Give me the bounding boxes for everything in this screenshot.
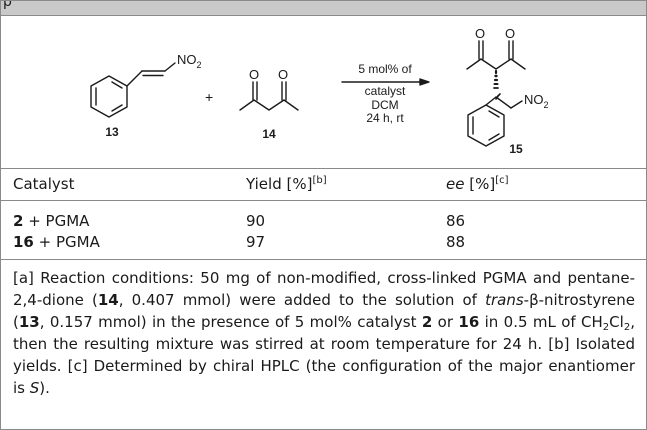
conditions-line-4: 24 h, rt: [366, 111, 404, 125]
row-1-yield: 90: [246, 212, 266, 230]
diketone-14: [239, 81, 299, 111]
table-footnote: [a] Reaction conditions: 50 mg of non-mo…: [13, 269, 635, 397]
no2-label-15: NO2: [524, 92, 549, 110]
row-2-ee: 88: [446, 233, 466, 251]
row-1-ee: 86: [446, 212, 466, 230]
table-row: 16 + PGMA: [13, 233, 100, 251]
header-catalyst: Catalyst: [13, 175, 75, 193]
header-ee: ee [%][c]: [446, 175, 509, 193]
reaction-scheme: NO2 + O O 5 mol% of catalyst DCM 24 h, r…: [90, 26, 549, 156]
compound-label-14: 14: [262, 127, 276, 141]
row-2-yield: 97: [246, 233, 266, 251]
product-15: [466, 40, 526, 147]
header-yield: Yield [%][b]: [246, 175, 327, 193]
benzene-ring-13: [90, 75, 128, 118]
rule-below-header: [1, 200, 646, 201]
conditions-line-3: DCM: [371, 98, 398, 112]
oxygen-right-15: O: [505, 26, 515, 41]
caption-partial-text: p: [3, 1, 12, 10]
oxygen-left-14: O: [249, 67, 259, 82]
rule-above-header: [1, 168, 646, 169]
rule-below-body: [1, 259, 646, 260]
table-caption-band: p: [1, 1, 646, 16]
oxygen-right-14: O: [278, 67, 288, 82]
compound-label-15: 15: [509, 142, 523, 156]
compound-label-13: 13: [105, 125, 119, 139]
conditions-line-1: 5 mol% of: [358, 62, 412, 76]
plus-sign: +: [205, 89, 213, 105]
table-row: 2 + PGMA: [13, 212, 90, 230]
no2-label-13: NO2: [177, 52, 202, 70]
oxygen-left-15: O: [475, 26, 485, 41]
conditions-line-2: catalyst: [365, 84, 406, 98]
